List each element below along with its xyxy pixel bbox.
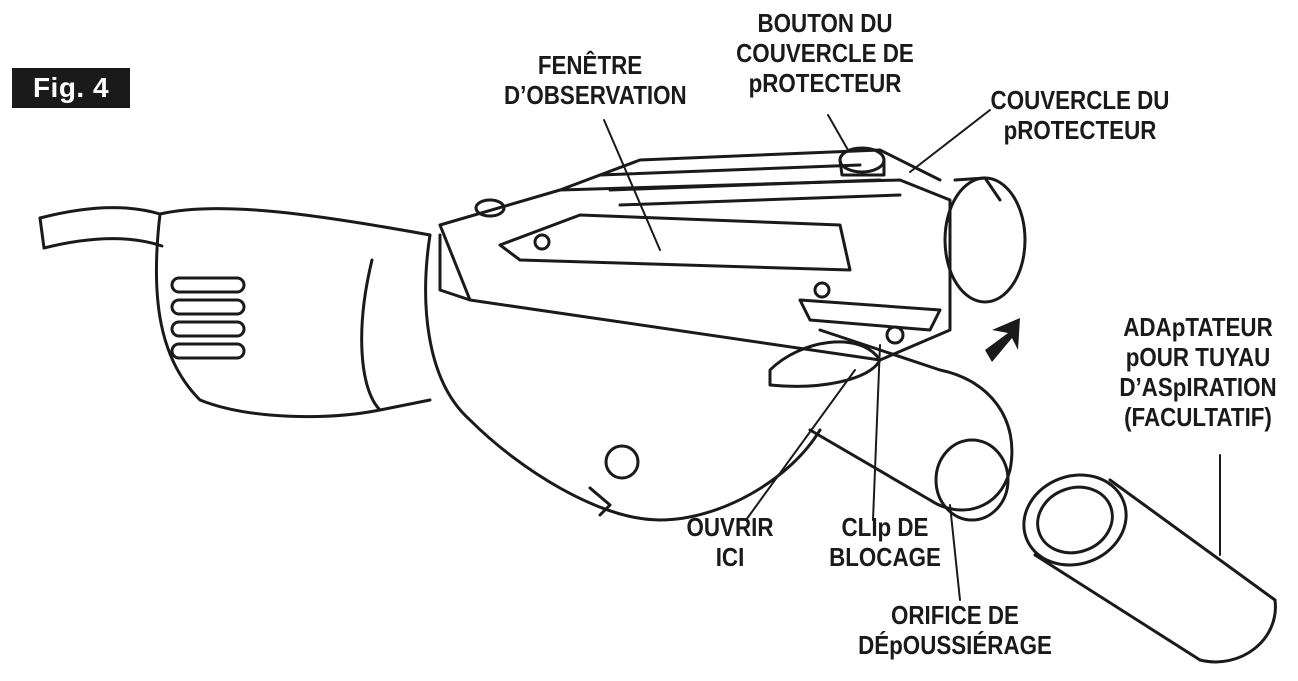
guard-knob: [838, 146, 886, 177]
label-guard-cover-knob: BOUTON DU COUVERCLE DE pROTECTEUR: [736, 8, 914, 98]
dust-port: [808, 328, 1014, 522]
power-cord: [38, 206, 164, 250]
label-guard-cover: COUVERCLE DU pROTECTEUR: [990, 85, 1170, 145]
label-vacuum-adapter: ADApTATEUR pOUR TUYAU D’ASpIRATION (FACU…: [1119, 312, 1277, 432]
vacuum-adapter: [1022, 473, 1277, 664]
leader-lines: [603, 109, 1221, 601]
label-locking-clip: CLIp DE BLOCAGE: [829, 512, 941, 572]
open-here-flap: [768, 340, 882, 388]
lock-clip: [798, 298, 942, 345]
label-dust-port: ORIFICE DE DÉpOUSSIÉRAGE: [858, 600, 1052, 660]
wheel-nut: [943, 176, 1027, 304]
figure-label: Fig. 4: [12, 68, 130, 108]
motor-housing: [154, 207, 432, 419]
gear-head: [424, 233, 822, 522]
guard-with-window: [438, 148, 952, 362]
vent-slots: [170, 276, 246, 360]
label-open-here: OUVRIR ICI: [686, 512, 774, 572]
arrow-up-right-icon: [985, 318, 1020, 362]
label-observation-window: FENÊTRE D’OBSERVATION: [504, 50, 687, 110]
